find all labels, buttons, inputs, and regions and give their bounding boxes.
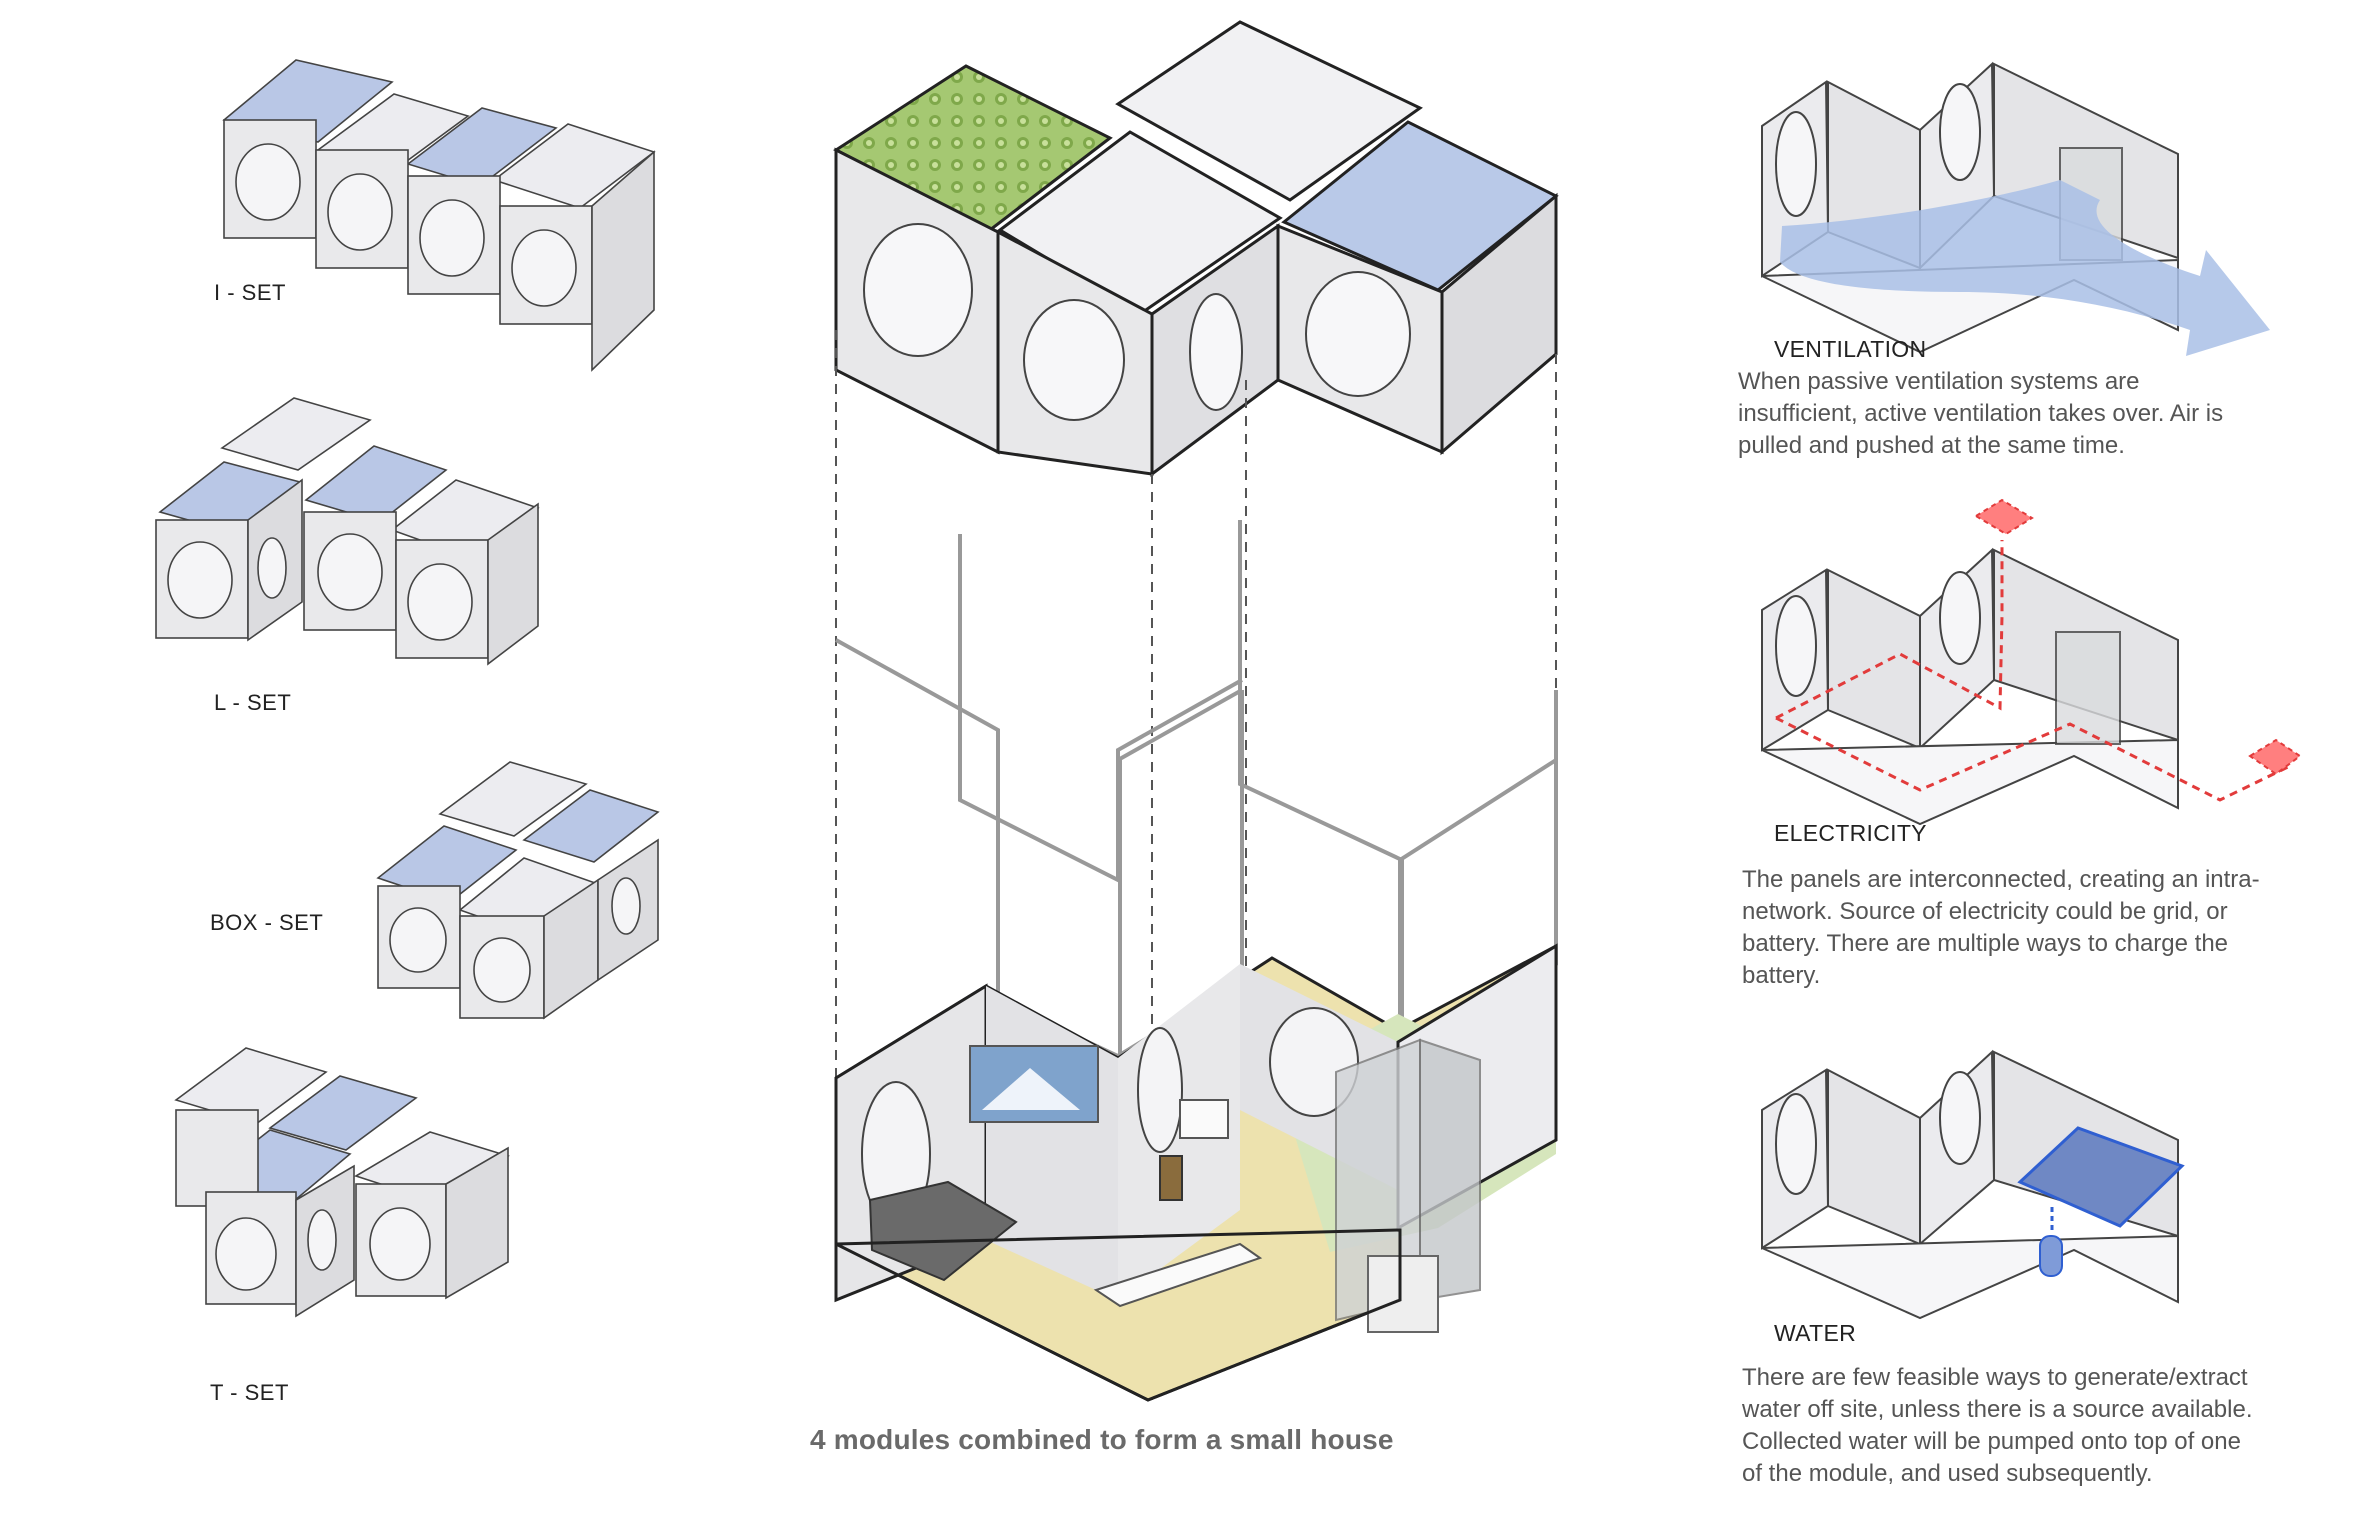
water-title: WATER bbox=[1774, 1320, 1856, 1346]
electricity-line: battery. bbox=[1742, 962, 1821, 989]
water-text: There are few feasible ways to generate/… bbox=[1742, 1362, 2253, 1490]
l-set-diagram bbox=[155, 397, 540, 666]
t-set-diagram bbox=[174, 1047, 510, 1318]
water-line: water off site, unless there is a source… bbox=[1742, 1396, 2253, 1423]
ventilation-diagram bbox=[1761, 61, 2270, 356]
electricity-title: ELECTRICITY bbox=[1774, 820, 1927, 846]
water-line: of the module, and used subsequently. bbox=[1742, 1460, 2153, 1487]
i-set-label: I - SET bbox=[214, 280, 286, 305]
house-interior bbox=[834, 943, 1558, 1402]
electricity-line: The panels are interconnected, creating … bbox=[1742, 866, 2260, 893]
ventilation-line: insufficient, active ventilation takes o… bbox=[1738, 400, 2224, 427]
box-set-label: BOX - SET bbox=[210, 910, 324, 935]
frame-wire bbox=[835, 520, 1558, 1059]
house-caption: 4 modules combined to form a small house bbox=[810, 1424, 1394, 1455]
t-set-label: T - SET bbox=[210, 1380, 289, 1405]
ventilation-text: When passive ventilation systems are ins… bbox=[1738, 366, 2223, 462]
water-line: There are few feasible ways to generate/… bbox=[1742, 1364, 2248, 1391]
electricity-text: The panels are interconnected, creating … bbox=[1742, 864, 2260, 992]
electricity-line: battery. There are multiple ways to char… bbox=[1742, 930, 2229, 957]
i-set-diagram bbox=[222, 59, 656, 372]
l-set-label: L - SET bbox=[214, 690, 292, 715]
electricity-line: network. Source of electricity could be … bbox=[1742, 898, 2228, 925]
ventilation-title: VENTILATION bbox=[1774, 336, 1927, 362]
ventilation-line: pulled and pushed at the same time. bbox=[1738, 432, 2125, 459]
water-line: Collected water will be pumped onto top … bbox=[1742, 1428, 2241, 1455]
box-set-diagram bbox=[376, 761, 660, 1020]
water-diagram bbox=[1761, 1049, 2185, 1320]
electricity-diagram bbox=[1761, 498, 2302, 826]
ventilation-line: When passive ventilation systems are bbox=[1738, 368, 2140, 395]
roof-windows bbox=[863, 223, 1411, 421]
